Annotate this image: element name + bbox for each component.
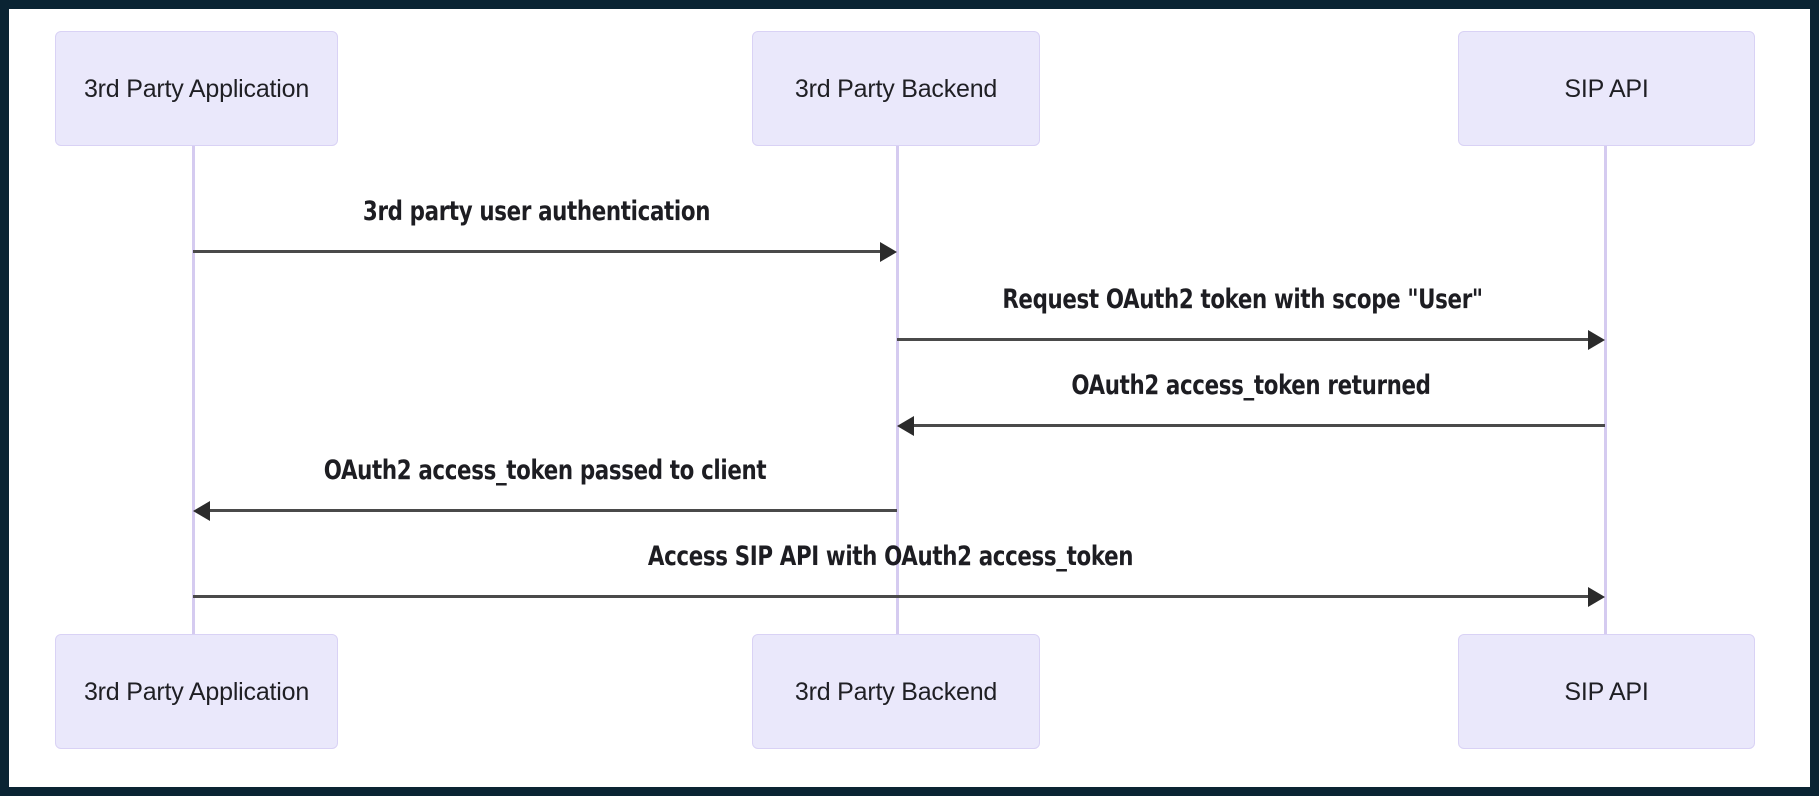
- participant-label-sip-top: SIP API: [1564, 74, 1649, 103]
- message-5-label: Access SIP API with OAuth2 access_token: [647, 541, 1134, 572]
- message-3-label: OAuth2 access_token returned: [1071, 370, 1431, 401]
- message-3-line: [914, 424, 1605, 427]
- message-2-arrowhead: [1588, 330, 1605, 350]
- message-1-arrowhead: [880, 242, 897, 262]
- participant-box-sip-bottom[interactable]: SIP API: [1458, 634, 1755, 749]
- participant-box-app-top[interactable]: 3rd Party Application: [55, 31, 338, 146]
- participant-box-sip-top[interactable]: SIP API: [1458, 31, 1755, 146]
- participant-label-sip-bottom: SIP API: [1564, 677, 1649, 706]
- participant-box-app-bottom[interactable]: 3rd Party Application: [55, 634, 338, 749]
- participant-label-backend-bottom: 3rd Party Backend: [794, 677, 998, 706]
- participant-box-backend-top[interactable]: 3rd Party Backend: [752, 31, 1040, 146]
- message-1-label: 3rd party user authentication: [362, 196, 711, 227]
- lifeline-backend: [896, 146, 899, 635]
- message-4-label: OAuth2 access_token passed to client: [323, 455, 767, 486]
- lifeline-sip: [1604, 146, 1607, 635]
- participant-box-backend-bottom[interactable]: 3rd Party Backend: [752, 634, 1040, 749]
- message-5-arrowhead: [1588, 587, 1605, 607]
- message-2-label: Request OAuth2 token with scope "User": [1002, 284, 1483, 315]
- message-5-line: [193, 595, 1588, 598]
- message-3-arrowhead: [897, 416, 914, 436]
- message-2-line: [897, 338, 1588, 341]
- message-4-line: [210, 509, 897, 512]
- lifeline-app: [192, 146, 195, 635]
- participant-label-app-top: 3rd Party Application: [83, 74, 310, 103]
- participant-label-backend-top: 3rd Party Backend: [794, 74, 998, 103]
- message-1-line: [193, 250, 880, 253]
- message-4-arrowhead: [193, 501, 210, 521]
- participant-label-app-bottom: 3rd Party Application: [83, 677, 310, 706]
